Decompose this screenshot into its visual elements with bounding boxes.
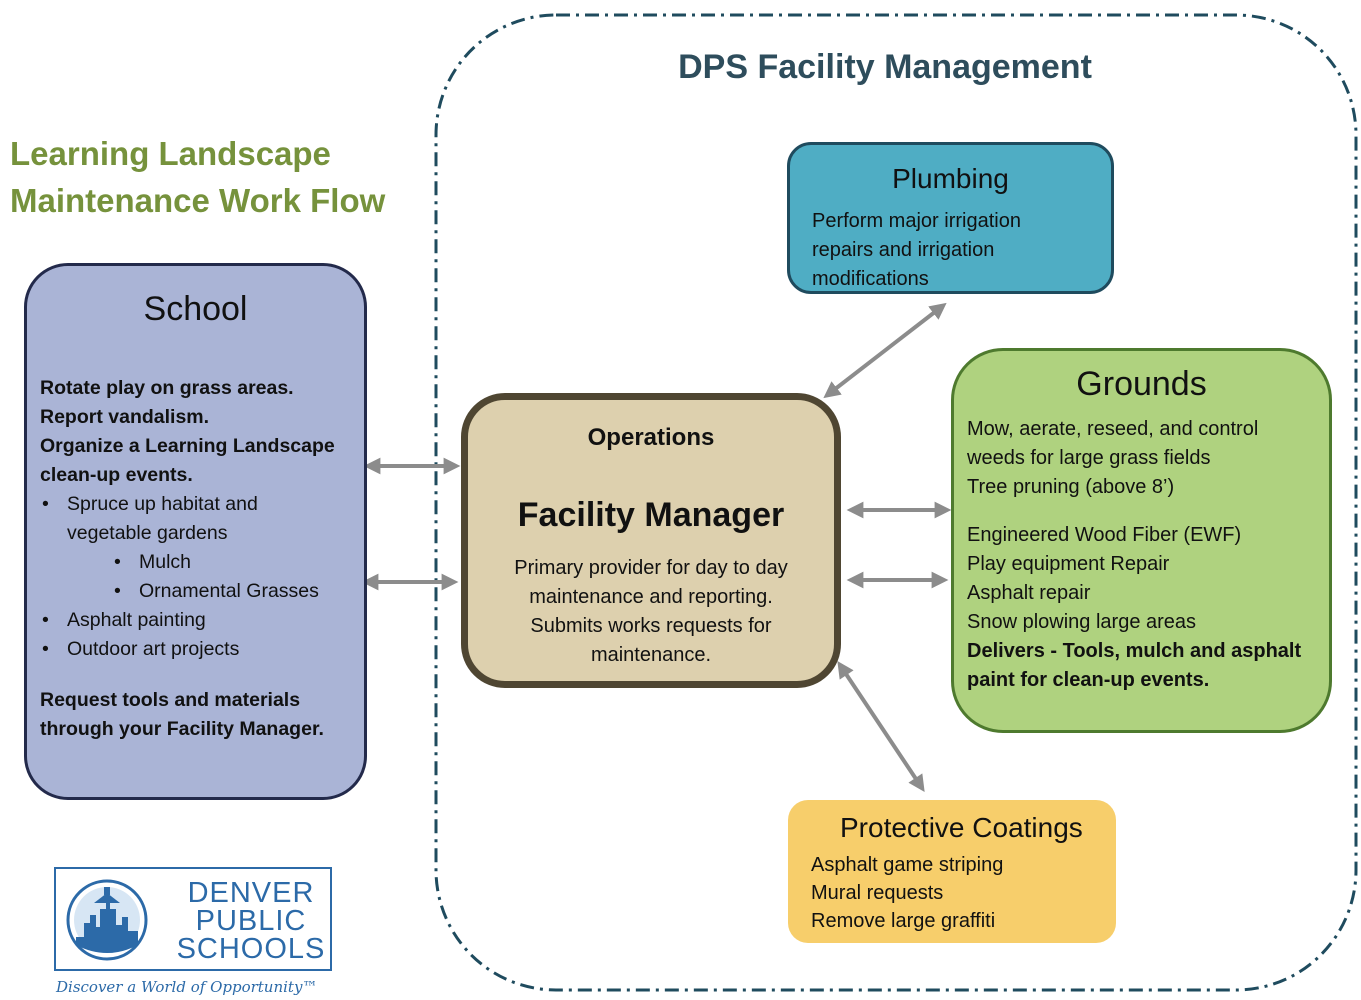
- title-line-2: Maintenance Work Flow: [10, 182, 386, 219]
- coatings-line: Remove large graffiti: [811, 910, 996, 932]
- logo-line: PUBLIC: [195, 905, 307, 937]
- plumbing-line: repairs and irrigation: [812, 239, 995, 261]
- school-line: Organize a Learning Landscape: [40, 435, 335, 457]
- school-line: Rotate play on grass areas.: [40, 377, 294, 399]
- school-bullet: Outdoor art projects: [40, 635, 356, 664]
- grounds-line: Mow, aerate, reseed, and control: [967, 418, 1259, 440]
- school-sub-bullet: Ornamental Grasses: [40, 577, 356, 606]
- operations-line: maintenance.: [590, 644, 712, 666]
- plumbing-line: Perform major irrigation: [812, 210, 1021, 232]
- protective-coatings-box: Protective Coatings Asphalt game stripin…: [788, 800, 1116, 943]
- grounds-content: Mow, aerate, reseed, and control weeds f…: [967, 415, 1321, 695]
- school-bullet: Spruce up habitat and vegetable gardens: [40, 490, 356, 548]
- grounds-line: Engineered Wood Fiber (EWF): [967, 524, 1242, 546]
- arrow-ops-plumbing: [823, 302, 947, 399]
- operations-line: Submits works requests for: [530, 615, 772, 637]
- coatings-line: Asphalt game striping: [811, 854, 1004, 876]
- coatings-line: Mural requests: [811, 882, 944, 904]
- school-sub-bullet: Mulch: [40, 548, 356, 577]
- operations-label: Operations: [587, 424, 715, 451]
- grounds-line: Asphalt repair: [967, 582, 1091, 604]
- logo-line: SCHOOLS: [176, 933, 326, 965]
- school-title: School: [143, 290, 248, 328]
- grounds-box: Grounds Mow, aerate, reseed, and control…: [951, 348, 1332, 733]
- logo-wordmark: DENVER PUBLIC SCHOOLS: [176, 877, 326, 965]
- school-request-line: through your Facility Manager.: [40, 718, 324, 740]
- grounds-line: Snow plowing large areas: [967, 611, 1197, 633]
- coatings-title: Protective Coatings: [840, 812, 1083, 843]
- grounds-line: Play equipment Repair: [967, 553, 1170, 575]
- coatings-content: Asphalt game striping Mural requests Rem…: [811, 851, 1108, 935]
- school-line: clean-up events.: [40, 464, 193, 486]
- dps-emblem-icon: [66, 879, 148, 961]
- school-bullet-text: Spruce up habitat and: [67, 493, 258, 515]
- plumbing-title: Plumbing: [892, 163, 1009, 194]
- operations-line: maintenance and reporting.: [529, 586, 773, 608]
- plumbing-content: Perform major irrigation repairs and irr…: [812, 207, 1099, 294]
- dps-section-title: DPS Facility Management: [678, 48, 1092, 86]
- grounds-line: Delivers - Tools, mulch and asphalt: [967, 640, 1302, 662]
- grounds-line: Tree pruning (above 8’): [967, 476, 1175, 498]
- grounds-line: weeds for large grass fields: [967, 447, 1211, 469]
- grounds-title: Grounds: [1076, 365, 1207, 403]
- dps-boundary: [434, 13, 1358, 992]
- plumbing-line: modifications: [812, 268, 929, 290]
- title-line-1: Learning Landscape: [10, 135, 331, 172]
- grounds-line: paint for clean-up events.: [967, 669, 1210, 691]
- operations-box: Operations Facility Manager Primary prov…: [461, 393, 841, 688]
- facility-manager-heading: Facility Manager: [517, 496, 785, 534]
- school-line: Report vandalism.: [40, 406, 210, 428]
- school-content: Rotate play on grass areas. Report vanda…: [40, 374, 356, 744]
- dps-logo: DENVER PUBLIC SCHOOLS: [54, 867, 332, 971]
- logo-line: DENVER: [187, 877, 315, 909]
- diagram-title: Learning Landscape Maintenance Work Flow: [10, 130, 430, 224]
- plumbing-box: Plumbing Perform major irrigation repair…: [787, 142, 1114, 294]
- arrow-ops-coatings: [837, 661, 925, 792]
- school-request-line: Request tools and materials: [40, 689, 301, 711]
- school-box: School Rotate play on grass areas. Repor…: [24, 263, 367, 800]
- operations-description: Primary provider for day to day maintena…: [490, 554, 812, 670]
- operations-line: Primary provider for day to day: [514, 557, 788, 579]
- school-bullet: Asphalt painting: [40, 606, 356, 635]
- logo-tagline: Discover a World of Opportunity™: [56, 978, 318, 996]
- school-bullet-text: vegetable gardens: [67, 522, 228, 544]
